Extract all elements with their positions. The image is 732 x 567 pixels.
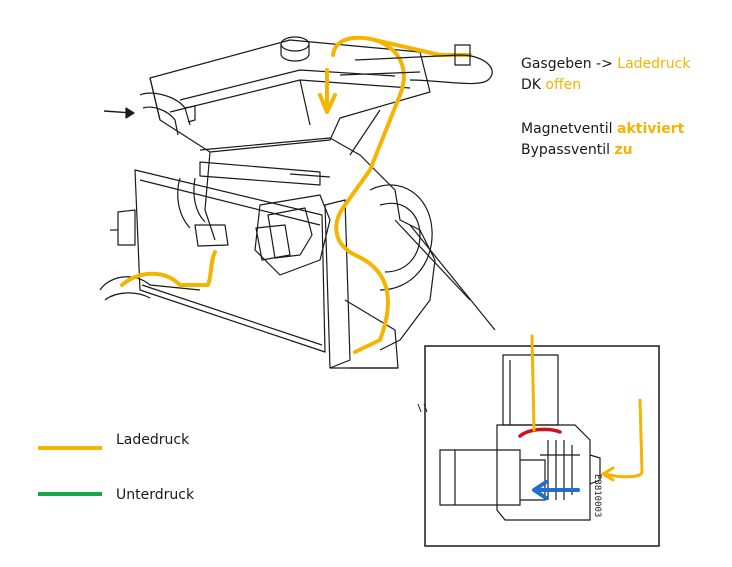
vacuum-hose-thin: [339, 44, 493, 156]
legend-label: Unterdruck: [116, 487, 195, 503]
legend-item-charge-pressure: Ladedruck: [38, 432, 189, 456]
annotation-4-highlight: zu: [614, 142, 633, 158]
annotation-3-text: Magnetventil: [521, 121, 618, 137]
annotation-line-2: DK offen: [521, 75, 581, 95]
annotation-2-highlight: offen: [545, 77, 582, 93]
charge-pressure-path: [120, 35, 472, 354]
annotation-3-highlight: aktiviert: [617, 121, 685, 137]
annotation-line-4: Bypassventil zu: [521, 140, 633, 160]
inset-valve-detail: [417, 334, 660, 547]
part-number: E3810003: [592, 474, 602, 518]
valve-seal: [518, 427, 562, 438]
legend-swatch-yellow: [38, 446, 102, 450]
engine-line-art: [99, 36, 496, 369]
bypass-flow-arrow: [532, 480, 580, 500]
annotation-line-3: Magnetventil aktiviert: [521, 119, 684, 139]
annotation-1-highlight: Ladedruck: [617, 56, 691, 72]
legend-item-vacuum: Unterdruck: [38, 486, 195, 503]
annotation-2-text: DK: [521, 77, 546, 93]
legend-swatch-green: [38, 492, 102, 496]
annotation-line-1: Gasgeben -> Ladedruck: [521, 54, 690, 74]
annotation-4-text: Bypassventil: [521, 142, 615, 158]
legend-label: Ladedruck: [116, 432, 190, 448]
annotation-1-text: Gasgeben ->: [521, 56, 618, 72]
